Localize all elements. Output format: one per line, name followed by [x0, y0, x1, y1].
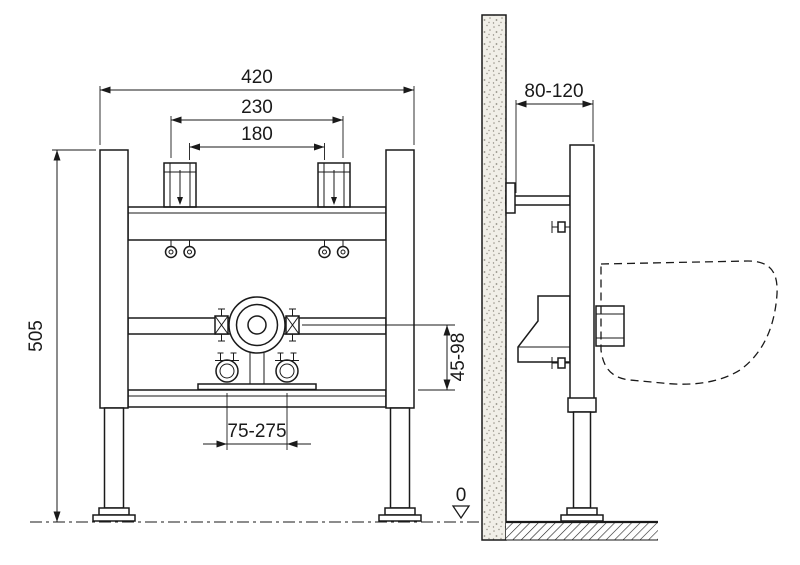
dim-label-wall-distance: 80-120	[524, 81, 583, 102]
level-triangle-icon	[451, 505, 471, 520]
crossbar-bottom	[127, 389, 387, 408]
flush-pipe-fitting	[214, 296, 300, 384]
floor-level-label: 0	[456, 485, 467, 506]
bidet-connection	[595, 305, 625, 347]
leg-left	[92, 149, 136, 522]
dim-label-outlet-height: 45-98	[448, 333, 469, 382]
floor-slab	[506, 520, 658, 541]
dimensions-side: 80-120 0	[451, 81, 594, 520]
fixing-bolts	[164, 240, 350, 259]
pipe-clamps	[197, 352, 317, 391]
dim-label-fixing-inner: 180	[241, 124, 273, 145]
dim-frame-height: 505	[26, 149, 96, 522]
frame-side-profile	[560, 144, 604, 522]
wall	[481, 14, 507, 541]
front-view	[92, 149, 422, 522]
dim-wall-distance: 80-120	[515, 81, 594, 193]
dim-fixing-inner: 180	[189, 124, 325, 160]
fixing-bracket-right	[317, 162, 351, 208]
fixing-bracket-left	[163, 162, 197, 208]
bolt-tip-icon	[177, 197, 183, 205]
dim-overall-width: 420	[99, 67, 415, 145]
adjustment-screw-lower	[551, 357, 570, 369]
dim-outlet-height: 45-98	[302, 324, 469, 391]
dimensions-front: 420 230 180 505 45-98	[26, 67, 469, 522]
leg-right	[378, 149, 422, 522]
side-view	[30, 14, 778, 541]
dim-label-clamp-spacing: 75-275	[227, 421, 286, 442]
dim-clamp-spacing: 75-275	[203, 393, 311, 450]
adjustment-screw-upper	[551, 221, 570, 233]
floor-level-marker: 0	[451, 485, 471, 520]
dim-label-overall-width: 420	[241, 67, 273, 88]
crossbar-top	[127, 206, 387, 241]
dim-fixing-outer: 230	[170, 97, 344, 158]
bidet-outline	[600, 260, 778, 385]
bolt-tip-icon	[331, 197, 337, 205]
dim-label-frame-height: 505	[26, 320, 47, 352]
dim-label-fixing-outer: 230	[241, 97, 273, 118]
